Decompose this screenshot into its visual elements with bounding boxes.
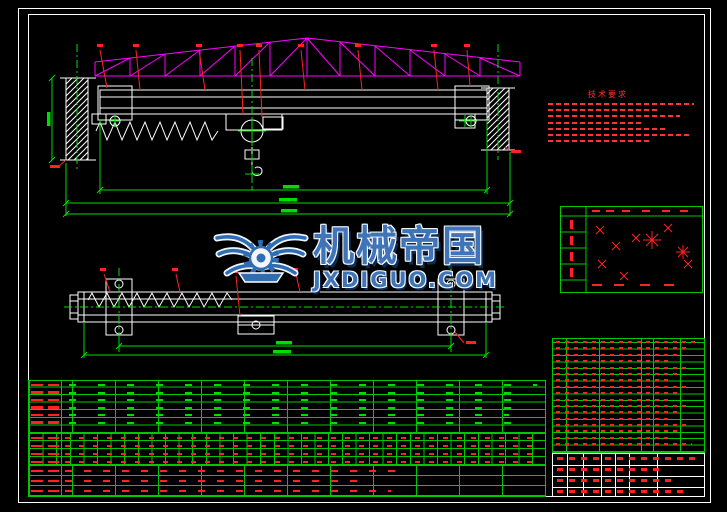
noise-text-row (556, 385, 689, 388)
noise-text-row (31, 383, 59, 386)
plan-view (64, 268, 505, 359)
noise-text-row (69, 406, 516, 409)
noise-text-row (548, 103, 694, 105)
parameter-table-dense (29, 434, 545, 466)
noise-text-row (69, 399, 523, 402)
noise-text-row (65, 453, 541, 455)
cells-lower (63, 466, 545, 496)
noise-text-row (31, 479, 59, 482)
noise-text-row (556, 366, 688, 369)
dimension-text-noise-plan (273, 341, 292, 354)
watermark-brand: 机械帝国 (313, 221, 485, 270)
schematic-marks (595, 223, 693, 281)
noise-text-row (65, 489, 391, 492)
noise-text-row (69, 384, 537, 386)
noise-text-row (69, 421, 532, 424)
leader-lines-elevation (57, 49, 510, 168)
noise-text-row (31, 391, 59, 394)
watermark: 机械帝国 JXDIGUO.COM (213, 222, 517, 294)
noise-text-row (556, 341, 696, 343)
noise-text-row (557, 468, 661, 471)
festoon-cable (95, 120, 219, 142)
noise-text-row (557, 479, 674, 482)
noise-text-row (548, 127, 666, 130)
noise-text-row (556, 372, 679, 375)
noise-text-row (65, 437, 541, 439)
noise-text-row (31, 437, 59, 439)
noise-text-row (556, 398, 671, 401)
noise-text-row (556, 417, 672, 420)
noise-text-row (65, 461, 541, 463)
noise-text-row (69, 414, 509, 417)
left-column-hatch (60, 77, 96, 161)
parameter-table-upper (29, 381, 545, 434)
leader-lines-plan (103, 273, 465, 344)
noise-text-row (556, 411, 681, 414)
noise-text-row (557, 490, 687, 493)
dimensions-plan (80, 322, 490, 359)
watermark-site: JXDIGUO.COM (313, 267, 499, 292)
plan-festoon-cable (87, 291, 233, 309)
buffer-left (91, 113, 107, 125)
row-labels-dense (29, 434, 62, 465)
hoist-trolley (225, 113, 284, 176)
technical-notes-title: 技术要求 (588, 90, 628, 99)
noise-text-row (556, 392, 680, 395)
noise-text-row (548, 115, 680, 118)
roof-truss (94, 37, 521, 77)
noise-text-row (31, 489, 59, 492)
noise-text-row (31, 445, 59, 447)
noise-text-row (548, 140, 652, 143)
noise-text-row (556, 353, 678, 356)
title-block (552, 453, 705, 497)
noise-text-row (31, 413, 59, 417)
noise-text-row (548, 133, 689, 136)
elevation-view (47, 37, 521, 218)
noise-text-row (65, 445, 541, 447)
noise-text-row (556, 430, 682, 433)
row-labels-upper (29, 381, 62, 433)
noise-text-row (556, 347, 687, 350)
noise-text-row (31, 469, 59, 472)
bridge-girder (91, 85, 490, 129)
parameter-table (28, 380, 546, 497)
brand-logo-icon (213, 233, 309, 283)
technical-notes-lines (548, 103, 704, 143)
noise-text-row (548, 109, 657, 112)
row-labels-lower (29, 466, 62, 496)
crosshairs-elevation (109, 115, 477, 181)
noise-text-row (69, 391, 530, 394)
noise-text-row (31, 461, 59, 463)
noise-text-row (556, 443, 692, 446)
end-truck-left (97, 85, 133, 121)
noise-text-row (556, 360, 669, 363)
noise-text-row (65, 479, 368, 482)
centerlines-elevation (76, 44, 499, 190)
cells-dense (63, 434, 545, 465)
cells-upper (63, 381, 545, 433)
watermark-text: 机械帝国 JXDIGUO.COM (313, 221, 499, 292)
technical-notes: 技术要求 (548, 90, 704, 148)
parts-list-table (552, 338, 705, 453)
noise-text-row (556, 404, 690, 407)
noise-text-row (31, 398, 59, 402)
noise-text-row (557, 457, 698, 460)
schematic-panel (560, 206, 703, 293)
noise-text-row (556, 424, 691, 427)
rope-drum (262, 116, 284, 130)
banner-ribbon (237, 272, 285, 283)
noise-text-row (556, 436, 673, 439)
noise-text-row (548, 121, 643, 124)
end-truck-right (454, 85, 490, 121)
noise-text-row (31, 421, 59, 424)
parameter-table-lower (29, 466, 545, 496)
noise-text-row (31, 406, 59, 409)
schematic-label-noise (570, 210, 688, 286)
noise-text-row (65, 469, 405, 472)
noise-text-row (31, 453, 59, 455)
dimensions-elevation (48, 74, 514, 218)
noise-text-row (556, 379, 670, 382)
